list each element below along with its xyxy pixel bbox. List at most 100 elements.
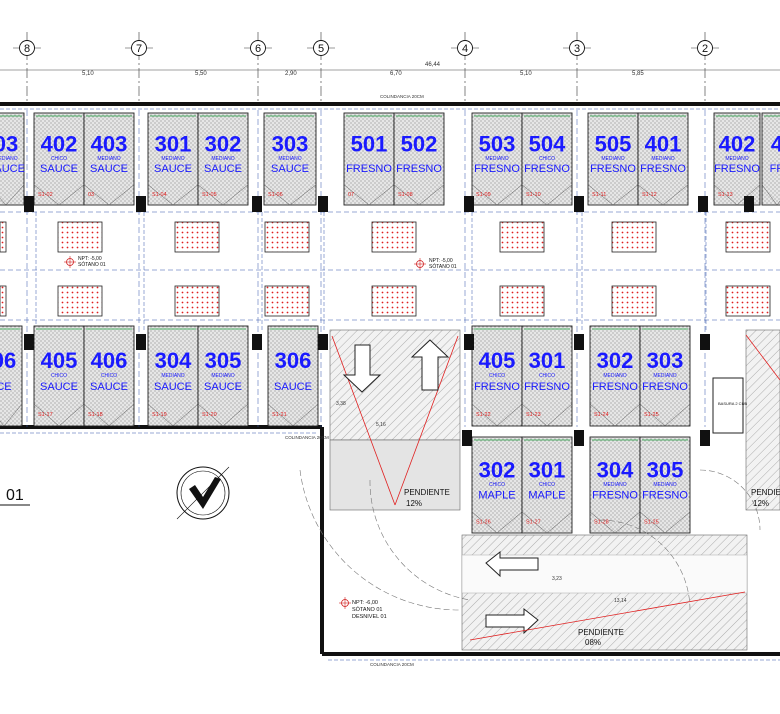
stall-tower: FRESNO xyxy=(592,489,638,501)
stall-code: S1-20 xyxy=(202,412,217,418)
column-pillar xyxy=(136,196,146,212)
stall-code: S1-23 xyxy=(526,412,541,418)
stall-code: 07 xyxy=(348,192,354,198)
stall-size: MEDIANO xyxy=(161,156,184,162)
stall-code: 03 xyxy=(88,192,94,198)
parking-stall: 06CE xyxy=(0,325,23,427)
stall-code: S1-11 xyxy=(592,192,606,198)
stall-tower: FRESNO xyxy=(474,381,520,393)
stall-code: S1-18 xyxy=(88,412,103,418)
stall-size: MEDIANO xyxy=(653,373,676,379)
stall-code: S1-21 xyxy=(272,412,287,418)
stall-size: CHICO xyxy=(101,373,117,379)
ramp-slope-label: PENDIE xyxy=(751,488,780,497)
stall-number: 301 xyxy=(529,348,566,373)
ramp-dimension: 13,14 xyxy=(614,598,627,604)
stall-size: MEDIANO xyxy=(211,156,234,162)
grid-label: 6 xyxy=(255,43,261,55)
stall-number: 403 xyxy=(91,132,128,157)
drive-aisle xyxy=(0,211,780,321)
stall-tower: MAPLE xyxy=(528,489,565,501)
grid-label: 8 xyxy=(24,43,30,55)
stall-number: 302 xyxy=(205,132,242,157)
stall-number: 302 xyxy=(479,457,516,482)
stall-number: 503 xyxy=(479,132,516,157)
column-pillar xyxy=(136,334,146,350)
stall-code: S1-13 xyxy=(718,192,733,198)
stall-tower: FRESNO xyxy=(396,163,442,175)
stall-code: S1-08 xyxy=(398,192,413,198)
level-marker-line: SÓTANO 01 xyxy=(429,263,457,270)
bin-label: BASURA 2 CUB xyxy=(718,401,747,406)
storage-box xyxy=(371,221,417,253)
stall-number: 06 xyxy=(0,348,16,373)
span-dimension: 2,90 xyxy=(285,71,297,77)
stall-size: MEDIANO xyxy=(485,156,508,162)
stall-tower: SAUCE xyxy=(0,163,25,175)
ramp-dimension: 3,38 xyxy=(336,401,346,407)
grid-label: 5 xyxy=(318,43,324,55)
storage-box xyxy=(371,285,417,317)
stall-number: 401 xyxy=(645,132,682,157)
column-pillar xyxy=(700,430,710,446)
boundary-walls: COLINDANCIA 20CM COLINDANCIA 20CM COLIND… xyxy=(0,94,780,667)
stall-size: CHICO xyxy=(51,156,67,162)
stall-size: MEDIANO xyxy=(651,156,674,162)
stall-size: CHICO xyxy=(51,373,67,379)
boundary-label: COLINDANCIA 20CM xyxy=(380,94,424,99)
storage-box xyxy=(264,221,310,253)
stall-size: MEDIANO xyxy=(278,156,301,162)
north-arrow-icon xyxy=(176,466,230,520)
column-pillar xyxy=(462,430,472,446)
storage-box xyxy=(264,285,310,317)
storage-box xyxy=(725,285,771,317)
stall-code: S1-28 xyxy=(594,519,609,525)
span-dimension: 5,50 xyxy=(195,71,207,77)
boundary-label: COLINDANCIA 20CM xyxy=(285,435,329,440)
stall-tower: FR xyxy=(770,163,780,175)
stall-number: 405 xyxy=(41,348,78,373)
stall-size: MEDIANO xyxy=(161,373,184,379)
column-pillar xyxy=(24,334,34,350)
stall-number: 303 xyxy=(272,132,309,157)
stall-size: CHICO xyxy=(539,373,555,379)
grid-label: 2 xyxy=(702,43,708,55)
span-dimension: 6,70 xyxy=(390,71,402,77)
stall-number: 501 xyxy=(351,132,388,157)
stall-tower: SAUCE xyxy=(271,163,309,175)
storage-box xyxy=(499,221,545,253)
storage-box xyxy=(611,221,657,253)
column-pillar xyxy=(252,334,262,350)
stall-size: CHICO xyxy=(539,156,555,162)
level-marker-line: NPT: -5,00 xyxy=(78,256,102,262)
grid-bubble xyxy=(19,40,35,56)
stall-code: S1-06 xyxy=(268,192,283,198)
stall-number: 301 xyxy=(155,132,192,157)
grid-bubble xyxy=(250,40,266,56)
stall-number: 505 xyxy=(595,132,632,157)
stall-tower: FRESNO xyxy=(714,163,760,175)
column-pillar xyxy=(574,196,584,212)
parking-row-lower: 302CHICOMAPLES1-26301CHICOMAPLES1-27304M… xyxy=(462,430,710,534)
stall-code: S1-12 xyxy=(642,192,657,198)
stall-size: MEDIANO xyxy=(211,373,234,379)
stall-size: MEDIANO xyxy=(653,482,676,488)
stall-number: 402 xyxy=(41,132,78,157)
stall-code: S1-19 xyxy=(152,412,167,418)
stall-number: 504 xyxy=(529,132,566,157)
stall-code: S1-04 xyxy=(152,192,167,198)
level-marker-line: SÓTANO 01 xyxy=(78,261,106,268)
stall-number: 304 xyxy=(155,348,192,373)
